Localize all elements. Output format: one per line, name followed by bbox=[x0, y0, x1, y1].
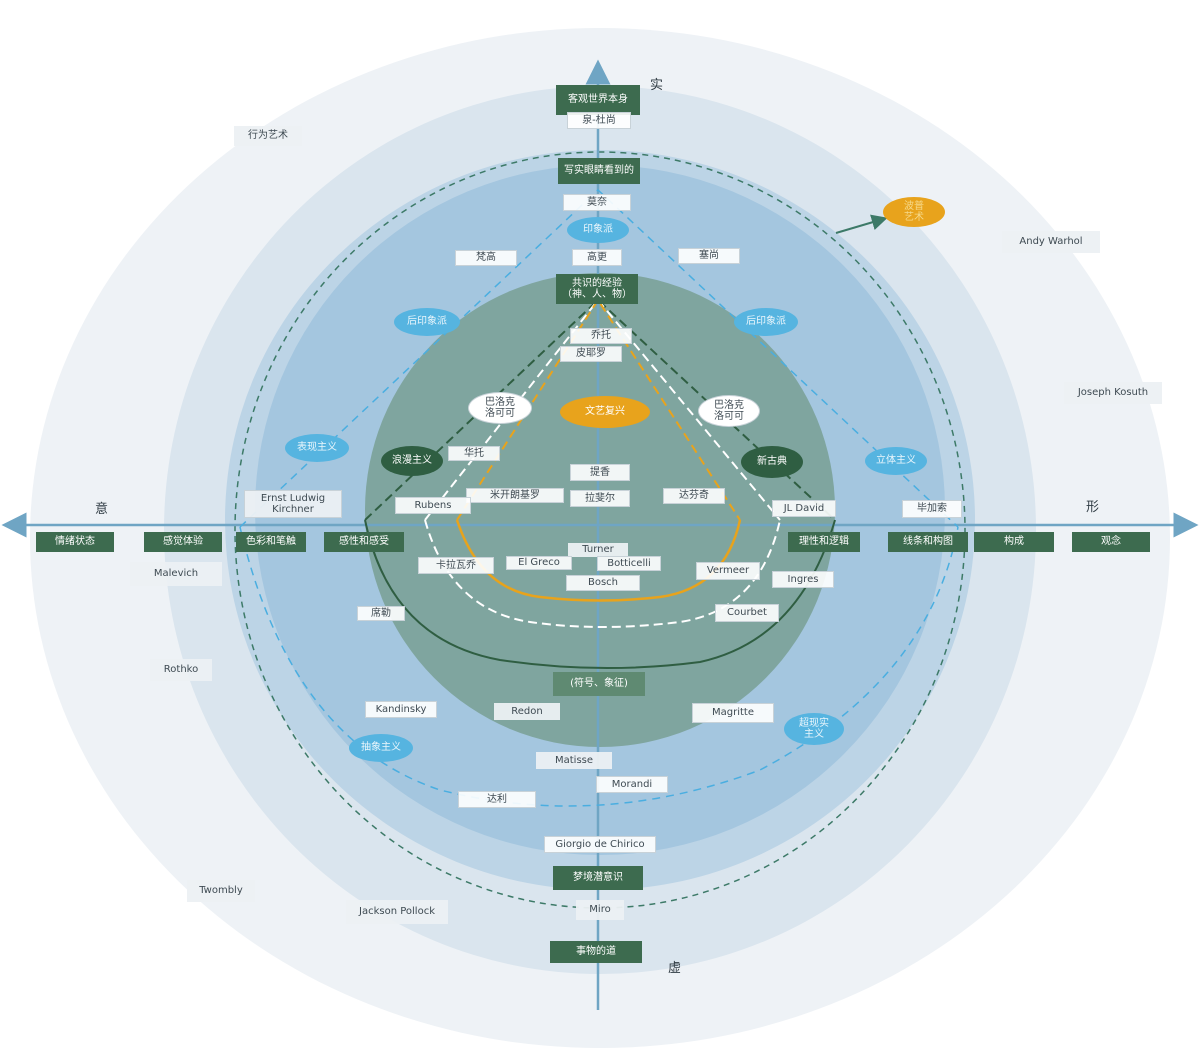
axis-label-right: 形 bbox=[1086, 500, 1100, 515]
box-kirchner: Ernst Ludwig Kirchner bbox=[244, 490, 342, 518]
box-titian: 提香 bbox=[570, 464, 630, 481]
oval-abstraction: 抽象主义 bbox=[349, 734, 413, 762]
box-cezanne: 塞尚 bbox=[678, 248, 740, 264]
box-courbet: Courbet bbox=[715, 604, 779, 622]
box-dali: 达利 bbox=[458, 791, 536, 808]
box-michelangelo: 米开朗基罗 bbox=[466, 488, 564, 503]
oval-post-impressionism-left: 后印象派 bbox=[394, 308, 460, 336]
box-dream-subconscious: 梦境潜意识 bbox=[553, 866, 643, 890]
box-miro: Miro bbox=[576, 900, 624, 920]
box-turner: Turner bbox=[568, 543, 628, 557]
box-van-gogh: 梵高 bbox=[455, 250, 517, 266]
blue-dashed-lower-arc bbox=[239, 526, 959, 807]
box-andy-warhol: Andy Warhol bbox=[1002, 231, 1100, 253]
box-matisse: Matisse bbox=[536, 752, 612, 769]
oval-pop-art: 波普 艺术 bbox=[883, 197, 945, 227]
oval-baroque-left: 巴洛克 洛可可 bbox=[468, 392, 532, 424]
box-perception-feeling: 感性和感受 bbox=[324, 532, 404, 552]
oval-impressionism: 印象派 bbox=[567, 217, 629, 243]
box-redon: Redon bbox=[494, 703, 560, 720]
box-picasso: 毕加索 bbox=[902, 500, 962, 518]
box-chirico: Giorgio de Chirico bbox=[544, 836, 656, 853]
box-watteau: 华托 bbox=[448, 446, 500, 461]
box-da-vinci: 达芬奇 bbox=[663, 488, 725, 504]
box-jackson-pollock: Jackson Pollock bbox=[346, 900, 448, 924]
box-ingres: Ingres bbox=[772, 571, 834, 588]
box-caravaggio: 卡拉瓦乔 bbox=[418, 557, 494, 574]
oval-expressionism: 表现主义 bbox=[285, 434, 349, 462]
box-construction: 构成 bbox=[974, 532, 1054, 552]
box-raphael: 拉斐尔 bbox=[570, 490, 630, 507]
box-symbol: (符号、象征) bbox=[553, 672, 645, 696]
box-sensory-experience: 感觉体验 bbox=[144, 532, 222, 552]
core-circle bbox=[365, 273, 835, 747]
box-consensus-experience: 共识的经验 （神、人、物） bbox=[556, 274, 638, 304]
popart-arrow bbox=[835, 214, 888, 234]
box-dao-of-things: 事物的道 bbox=[550, 941, 642, 963]
box-line-composition: 线条和构图 bbox=[888, 532, 968, 552]
box-kandinsky: Kandinsky bbox=[365, 701, 437, 718]
axis-label-top: 实 bbox=[650, 78, 664, 93]
box-botticelli: Botticelli bbox=[597, 556, 661, 571]
axis-label-bottom: 虚 bbox=[668, 961, 682, 976]
box-vermeer: Vermeer bbox=[696, 562, 760, 580]
box-malevich: Malevich bbox=[130, 562, 222, 586]
dark-green-solid-arc bbox=[364, 519, 836, 670]
white-dashed-arc bbox=[424, 519, 781, 628]
box-schiele: 席勒 bbox=[357, 606, 405, 621]
white-dashed-cone bbox=[424, 298, 781, 521]
box-jl-david: JL David bbox=[772, 500, 836, 517]
box-performance-art: 行为艺术 bbox=[234, 126, 302, 146]
oval-renaissance: 文艺复兴 bbox=[560, 396, 650, 428]
box-color-brushstroke: 色彩和笔触 bbox=[236, 532, 306, 552]
box-objective-world: 客观世界本身 bbox=[556, 85, 640, 115]
box-giotto: 乔托 bbox=[570, 328, 632, 344]
oval-post-impressionism-right: 后印象派 bbox=[734, 308, 798, 336]
box-seen-by-eye: 写实眼睛看到的 bbox=[558, 158, 640, 184]
box-bosch: Bosch bbox=[566, 575, 640, 591]
box-concept: 观念 bbox=[1072, 532, 1150, 552]
oval-surrealism: 超现实 主义 bbox=[784, 713, 844, 745]
dark-green-dashed-cone bbox=[364, 298, 836, 521]
box-rothko: Rothko bbox=[150, 659, 212, 681]
orange-dashed-cone bbox=[456, 298, 741, 521]
box-magritte: Magritte bbox=[692, 703, 774, 723]
box-emotion-state: 情绪状态 bbox=[36, 532, 114, 552]
oval-baroque-right: 巴洛克 洛可可 bbox=[698, 395, 760, 427]
box-el-greco: El Greco bbox=[506, 556, 572, 570]
axis-label-left: 意 bbox=[95, 502, 109, 517]
box-morandi: Morandi bbox=[596, 776, 668, 793]
box-rubens: Rubens bbox=[395, 497, 471, 514]
box-joseph-kosuth: Joseph Kosuth bbox=[1064, 382, 1162, 404]
oval-cubism: 立体主义 bbox=[865, 447, 927, 475]
box-gauguin: 高更 bbox=[572, 249, 622, 266]
oval-neoclassicism: 新古典 bbox=[741, 446, 803, 478]
box-reason-logic: 理性和逻辑 bbox=[788, 532, 860, 552]
box-duchamp: 泉-杜尚 bbox=[567, 112, 631, 129]
blue-dashed-cone bbox=[239, 188, 959, 528]
box-twombly: Twombly bbox=[187, 880, 255, 902]
box-monet: 莫奈 bbox=[563, 194, 631, 211]
box-piero: 皮耶罗 bbox=[560, 346, 622, 362]
oval-romanticism: 浪漫主义 bbox=[381, 446, 443, 476]
